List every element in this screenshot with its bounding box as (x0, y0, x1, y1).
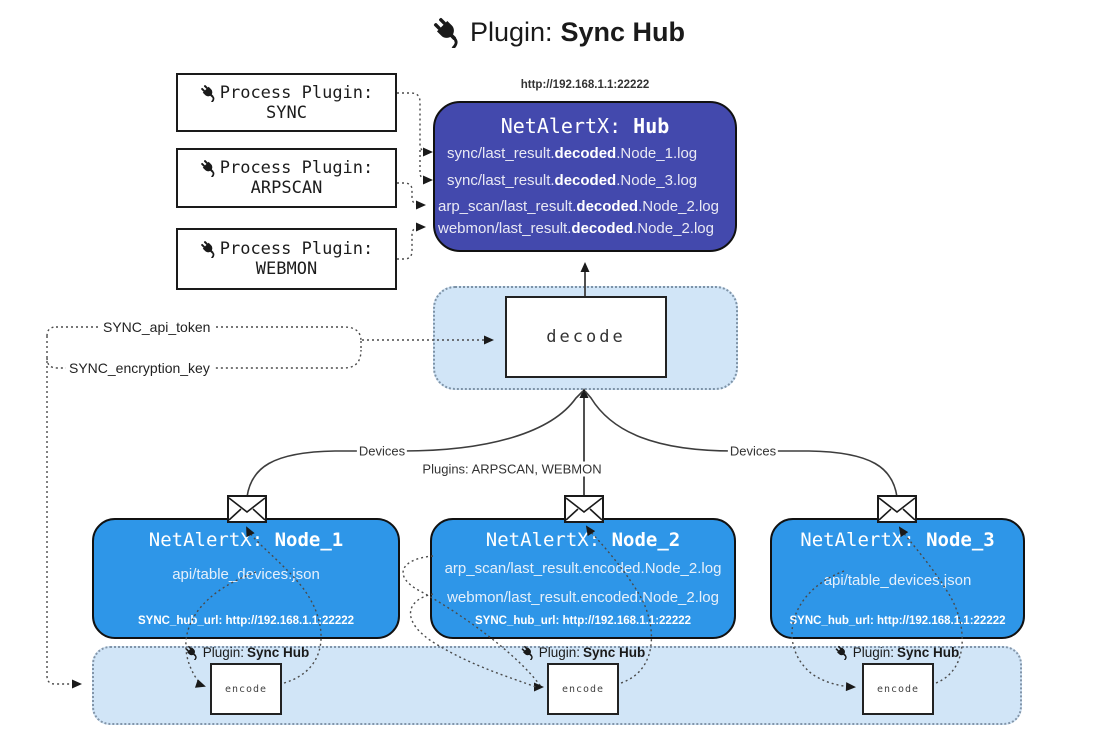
node-box-node-3: NetAlertX: Node_3 api/table_devices.json… (770, 518, 1025, 639)
plug-icon (200, 159, 218, 177)
connector-node1-devices (246, 450, 361, 498)
node-title: NetAlertX: Node_3 (800, 529, 995, 551)
title-name: Sync Hub (560, 16, 686, 47)
node-box-node-1: NetAlertX: Node_1 api/table_devices.json… (92, 518, 400, 639)
devices-label-right: Devices (727, 443, 779, 459)
hub-box: NetAlertX: Hub sync/last_result.decoded.… (433, 101, 737, 252)
connector-webmon-to-hub (397, 222, 426, 260)
hub-title: NetAlertX: Hub (435, 114, 735, 138)
process-plugin-box-sync: Process Plugin: SYNC (176, 73, 397, 132)
connector-node3-devices (584, 390, 735, 452)
process-plugin-box-arpscan: Process Plugin: ARPSCAN (176, 148, 397, 208)
connector-node3-devices (773, 450, 898, 498)
encryption-key-label: SYNC_encryption_key (66, 360, 213, 376)
node-file-line: webmon/last_result.encoded.Node_2.log (447, 589, 719, 606)
connector-arpscan-to-hub (397, 182, 426, 210)
connector-sync-to-hub-line2 (419, 150, 433, 185)
node-hub-url: SYNC_hub_url: http://192.168.1.1:22222 (789, 615, 1006, 627)
connector-tokens-to-encode-panel (46, 336, 82, 689)
process-plugin-label: Process Plugin: (219, 82, 374, 103)
plug-icon (185, 645, 200, 660)
hub-log-line: sync/last_result.decoded.Node_1.log (447, 145, 698, 162)
connector-node1-devices (402, 390, 584, 452)
plug-icon (432, 16, 464, 48)
node-hub-url: SYNC_hub_url: http://192.168.1.1:22222 (137, 615, 355, 627)
plugins-label: Plugins: ARPSCAN, WEBMON (420, 461, 604, 477)
connector-encryption-key (46, 349, 362, 369)
decode-box: decode (505, 296, 667, 378)
process-plugin-label: Process Plugin: (219, 239, 374, 259)
page-title: Plugin: Sync Hub (0, 16, 1117, 48)
process-plugin-label: Process Plugin: (219, 158, 374, 178)
plug-icon (521, 645, 536, 660)
process-plugin-name: ARPSCAN (250, 178, 323, 198)
plug-icon (835, 645, 850, 660)
title-prefix: Plugin: (469, 16, 553, 47)
hub-log-line: arp_scan/last_result.decoded.Node_2.log (438, 198, 719, 215)
process-plugin-box-webmon: Process Plugin: WEBMON (176, 228, 397, 290)
hub-log-line: webmon/last_result.decoded.Node_2.log (438, 220, 714, 237)
encode-box: encode (210, 663, 282, 715)
plug-icon (200, 84, 218, 102)
hub-title-prefix: NetAlertX: (500, 114, 634, 138)
connector-sync-to-hub-line1 (397, 92, 433, 157)
node-title: NetAlertX: Node_2 (485, 529, 681, 551)
api-token-label: SYNC_api_token (100, 319, 214, 335)
encode-group-label: Plugin:Sync Hub (835, 645, 959, 660)
hub-title-name: Hub (633, 114, 670, 138)
node-hub-url: SYNC_hub_url: http://192.168.1.1:22222 (474, 615, 692, 627)
connector-api-token (46, 326, 362, 342)
encode-box: encode (862, 663, 934, 715)
encode-group-label: Plugin:Sync Hub (521, 645, 645, 660)
node-title: NetAlertX: Node_1 (148, 529, 344, 551)
hub-url-label: http://192.168.1.1:22222 (520, 79, 650, 91)
plug-icon (200, 240, 218, 258)
node-box-node-2: NetAlertX: Node_2 arp_scan/last_result.e… (430, 518, 736, 639)
encode-group-label: Plugin:Sync Hub (185, 645, 309, 660)
node-file-line: api/table_devices.json (823, 572, 972, 589)
node-file-line: api/table_devices.json (172, 566, 320, 583)
node-file-line: arp_scan/last_result.encoded.Node_2.log (444, 560, 722, 577)
encode-box: encode (547, 663, 619, 715)
hub-log-line: sync/last_result.decoded.Node_3.log (447, 172, 698, 189)
devices-label-left: Devices (356, 443, 408, 459)
process-plugin-name: SYNC (266, 102, 307, 123)
process-plugin-name: WEBMON (255, 259, 318, 279)
